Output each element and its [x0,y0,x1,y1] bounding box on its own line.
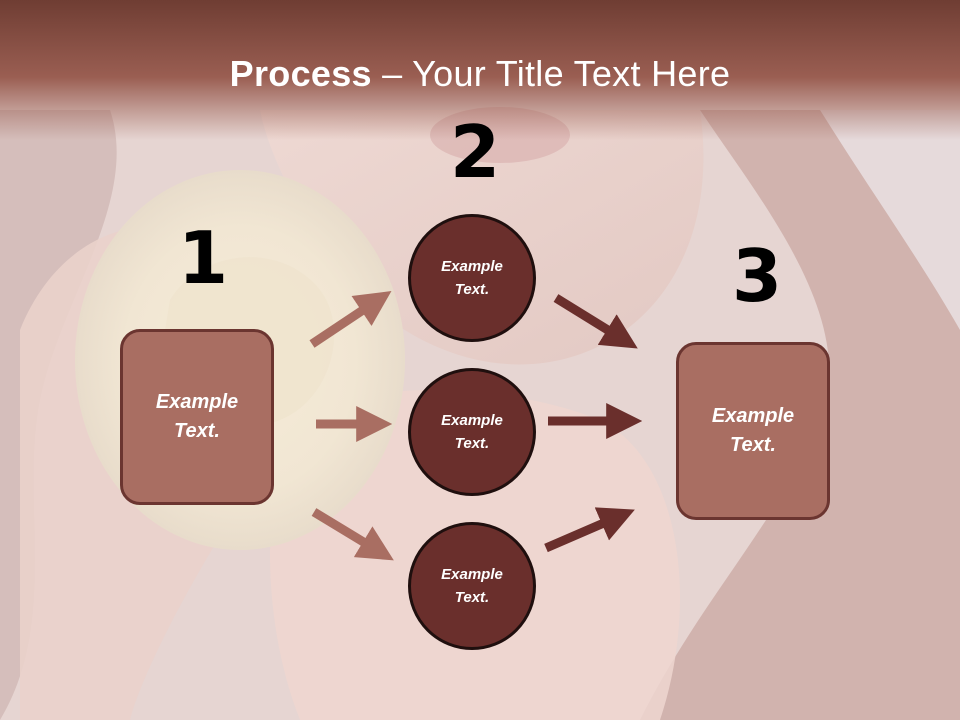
title-bar [0,0,960,140]
circle-middle-line2: Text. [454,435,490,452]
arrow-1-to-2-bottom [311,508,394,561]
arrow-2-top-to-3 [553,294,638,349]
title-bold: Process [229,53,372,94]
arrow-1-to-2-top [309,291,392,348]
circle-bottom-line2: Text. [454,589,490,606]
step-1-text-line1: Example [155,391,239,413]
circle-middle-line1: Example [441,412,503,429]
slide-title: Process – Your Title Text Here [0,52,960,96]
circle-top-line2: Text. [454,281,490,298]
step-1-text-line2: Text. [174,420,220,442]
circle-bottom-line1: Example [441,566,503,583]
step-number-2: 2 [450,110,501,194]
title-rest: – Your Title Text Here [371,53,731,94]
circle-top-line1: Example [441,258,503,275]
step-number-1: 1 [178,216,229,300]
step-3-text-line1: Example [711,405,795,427]
step-3-text-line2: Text. [730,434,776,456]
step-number-3: 3 [732,234,783,318]
arrow-2-bottom-to-3 [544,507,635,553]
